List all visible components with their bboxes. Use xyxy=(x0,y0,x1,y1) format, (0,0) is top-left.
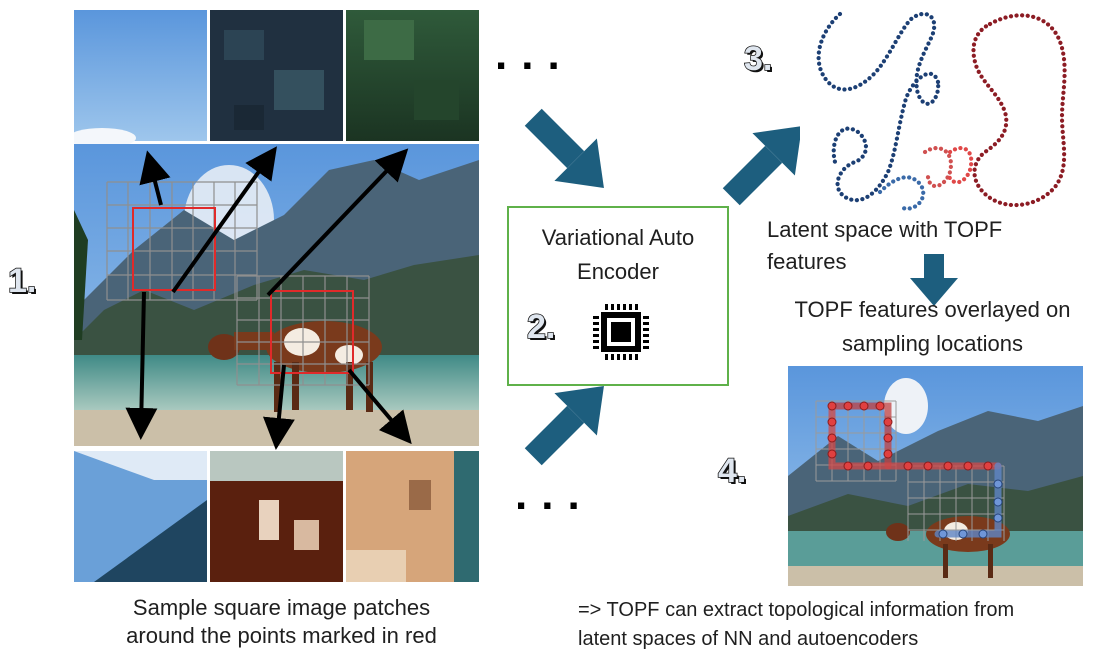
chip-icon xyxy=(593,304,649,360)
step-2-label: 2. xyxy=(526,307,556,347)
flow-arrows xyxy=(524,108,800,466)
arrow-top-to-vae xyxy=(524,108,604,188)
latent-caption-line2: features xyxy=(767,248,847,274)
arrow-latent-to-overlay xyxy=(910,254,958,306)
arrow-bottom-to-vae xyxy=(524,386,604,466)
patches-caption-line2: around the points marked in red xyxy=(126,622,437,648)
patch-cow-leg xyxy=(346,451,479,582)
patches-caption-line1: Sample square image patches xyxy=(132,595,431,620)
latent-loop-blue xyxy=(816,11,941,203)
vae-label-line2: Encoder xyxy=(577,258,659,284)
patch-sky-mountain xyxy=(74,451,207,582)
patch-cow-hide xyxy=(210,451,343,582)
step-3-label: 3. xyxy=(743,39,773,79)
overlay-caption: TOPF features overlayed on sampling loca… xyxy=(760,296,1105,357)
conclusion-line2: latent spaces of NN and autoencoders xyxy=(578,628,919,650)
latent-caption-line1: Latent space with TOPF xyxy=(767,217,1003,242)
conclusion-line1: => TOPF can extract topological informat… xyxy=(578,599,1015,621)
latent-loop-darkred xyxy=(971,13,1067,208)
sampling-arrows xyxy=(125,146,412,450)
vae-box: Variational Auto Encoder 2. xyxy=(507,206,729,386)
patch-sky xyxy=(74,10,207,148)
latent-loop-lightblue xyxy=(877,175,926,211)
latent-caption: Latent space with TOPF features xyxy=(767,216,1067,275)
conclusion-text: => TOPF can extract topological informat… xyxy=(578,598,1105,652)
vae-label-line1: Variational Auto xyxy=(541,225,695,250)
overlay-caption-line2: sampling locations xyxy=(842,330,1023,356)
step-1-label: 1. xyxy=(7,261,37,301)
step-4-label: 4. xyxy=(717,451,747,491)
latent-cluster-red xyxy=(945,145,974,185)
latent-loop-red xyxy=(922,146,954,189)
overlay-photo xyxy=(788,366,1083,586)
arrow-vae-to-latent xyxy=(722,126,800,206)
landscape-photo xyxy=(74,144,479,446)
patches-caption: Sample square image patches around the p… xyxy=(74,594,489,649)
patch-mountain-dark xyxy=(210,10,343,141)
patch-forest xyxy=(346,10,479,141)
latent-space-plot xyxy=(816,11,1067,211)
patch-sampling-panel xyxy=(74,10,485,585)
ellipsis-top: ... xyxy=(495,30,574,79)
overlay-caption-line1: TOPF features overlayed on xyxy=(794,297,1071,322)
ellipsis-bottom: ... xyxy=(515,470,594,519)
